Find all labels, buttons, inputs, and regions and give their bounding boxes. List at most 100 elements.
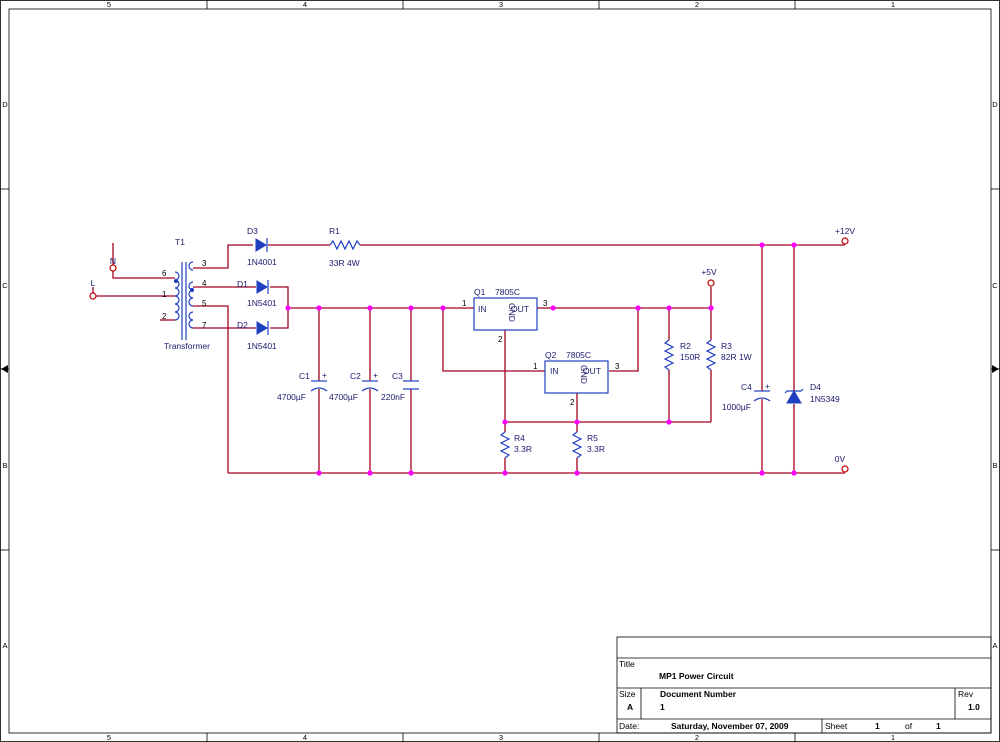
- zone-row-c-left: C: [2, 281, 8, 290]
- t1-pin-1: 1: [162, 290, 167, 299]
- port-l-label: L: [91, 278, 96, 288]
- q2-gnd-label: GND: [579, 365, 589, 384]
- d2-ref: D2: [237, 320, 248, 330]
- c4-value: 1000µF: [722, 402, 751, 412]
- q1-in-label: IN: [478, 304, 487, 314]
- zone-col-1-top: 1: [891, 0, 895, 9]
- d4-ref: D4: [810, 382, 821, 392]
- zone-col-3-bottom: 3: [499, 733, 503, 742]
- c4-ref: C4: [741, 382, 752, 392]
- resistor-r1: R1 33R 4W: [329, 226, 361, 268]
- q1-ref: Q1: [474, 287, 486, 297]
- q2-pin-1: 1: [533, 362, 538, 371]
- zone-col-4-top: 4: [303, 0, 307, 9]
- docnum-label: Document Number: [660, 689, 737, 699]
- port-n-symbol: [109, 264, 117, 272]
- size-value: A: [627, 702, 633, 712]
- c2-polarity: +: [373, 370, 378, 380]
- diode-d2: D2 1N5401: [237, 320, 277, 351]
- c3-value: 220nF: [381, 392, 405, 402]
- title-value: MP1 Power Circuit: [659, 671, 734, 681]
- sheet-label: Sheet: [825, 721, 848, 731]
- zone-row-b-left: B: [2, 461, 7, 470]
- diode-d3: D3 1N4001: [247, 226, 277, 267]
- r1-value: 33R 4W: [329, 258, 360, 268]
- capacitor-c1: + C1 4700µF: [277, 370, 328, 402]
- sheet-value: 1: [875, 721, 880, 731]
- d3-ref: D3: [247, 226, 258, 236]
- q1-pin-2: 2: [498, 335, 503, 344]
- resistor-r3: R3 82R 1W: [705, 339, 752, 371]
- q2-value: 7805C: [566, 350, 591, 360]
- zone-col-2-top: 2: [695, 0, 699, 9]
- zone-row-a-right: A: [992, 641, 997, 650]
- d2-value: 1N5401: [247, 341, 277, 351]
- zone-col-5-top: 5: [107, 0, 111, 9]
- c1-value: 4700µF: [277, 392, 306, 402]
- size-label: Size: [619, 689, 636, 699]
- q1-pin-3: 3: [543, 299, 548, 308]
- zone-col-4-bottom: 4: [303, 733, 307, 742]
- t1-pin-6: 6: [162, 269, 167, 278]
- d4-value: 1N5349: [810, 394, 840, 404]
- q2-out-label: OUT: [583, 366, 601, 376]
- q1-pin-1: 1: [462, 299, 467, 308]
- r5-ref: R5: [587, 433, 598, 443]
- port-0v-symbol: [841, 465, 849, 473]
- port-0v-label: 0V: [835, 454, 846, 464]
- d1-value: 1N5401: [247, 298, 277, 308]
- d3-value: 1N4001: [247, 257, 277, 267]
- r3-ref: R3: [721, 341, 732, 351]
- c4-polarity: +: [765, 381, 770, 391]
- t1-pin-5: 5: [202, 299, 207, 308]
- resistor-r5: R5 3.3R: [571, 431, 605, 459]
- junctions: [285, 242, 797, 476]
- port-n-label: N: [110, 256, 116, 266]
- zone-col-1-bottom: 1: [891, 733, 895, 742]
- port-l-symbol: [89, 292, 97, 300]
- capacitor-c3: C3 220nF: [381, 371, 419, 402]
- diode-d1: D1 1N5401: [237, 279, 277, 308]
- date-label: Date:: [619, 721, 639, 731]
- q2-ref: Q2: [545, 350, 557, 360]
- q1-out-label: OUT: [511, 304, 529, 314]
- of-value: 1: [936, 721, 941, 731]
- c1-ref: C1: [299, 371, 310, 381]
- q1-gnd-label: GND: [507, 303, 517, 322]
- c3-ref: C3: [392, 371, 403, 381]
- c2-ref: C2: [350, 371, 361, 381]
- resistor-r2: R2 150R: [663, 339, 700, 371]
- r4-ref: R4: [514, 433, 525, 443]
- r3-value: 82R 1W: [721, 352, 752, 362]
- t1-ref: T1: [175, 237, 185, 247]
- rev-value: 1.0: [968, 702, 980, 712]
- title-label: Title: [619, 659, 635, 669]
- r1-ref: R1: [329, 226, 340, 236]
- q2-pin-3: 3: [615, 362, 620, 371]
- q2-pin-2: 2: [570, 398, 575, 407]
- zone-row-c-right: C: [992, 281, 998, 290]
- port-12v-symbol: [841, 237, 849, 245]
- zone-col-2-bottom: 2: [695, 733, 699, 742]
- zone-row-d-right: D: [992, 100, 998, 109]
- q2-in-label: IN: [550, 366, 559, 376]
- q1-value: 7805C: [495, 287, 520, 297]
- port-5v-symbol: [707, 279, 715, 287]
- r5-value: 3.3R: [587, 444, 605, 454]
- title-block: Title MP1 Power Circuit Size A Document …: [616, 636, 992, 734]
- zone-row-b-right: B: [992, 461, 997, 470]
- port-5v-label: +5V: [701, 267, 717, 277]
- date-value: Saturday, November 07, 2009: [671, 721, 789, 731]
- regulator-q1: IN OUT GND Q1 7805C 1 2 3: [462, 287, 548, 344]
- capacitor-c4: + C4 1000µF: [722, 381, 771, 412]
- docnum-value: 1: [660, 702, 665, 712]
- t1-pin-2: 2: [162, 312, 167, 321]
- zone-col-3-top: 3: [499, 0, 503, 9]
- resistor-r4: R4 3.3R: [499, 431, 532, 459]
- port-12v-label: +12V: [835, 226, 855, 236]
- capacitor-c2: + C2 4700µF: [329, 370, 379, 402]
- of-label: of: [905, 721, 913, 731]
- ports: N L +12V +5V 0V: [89, 226, 855, 473]
- r2-ref: R2: [680, 341, 691, 351]
